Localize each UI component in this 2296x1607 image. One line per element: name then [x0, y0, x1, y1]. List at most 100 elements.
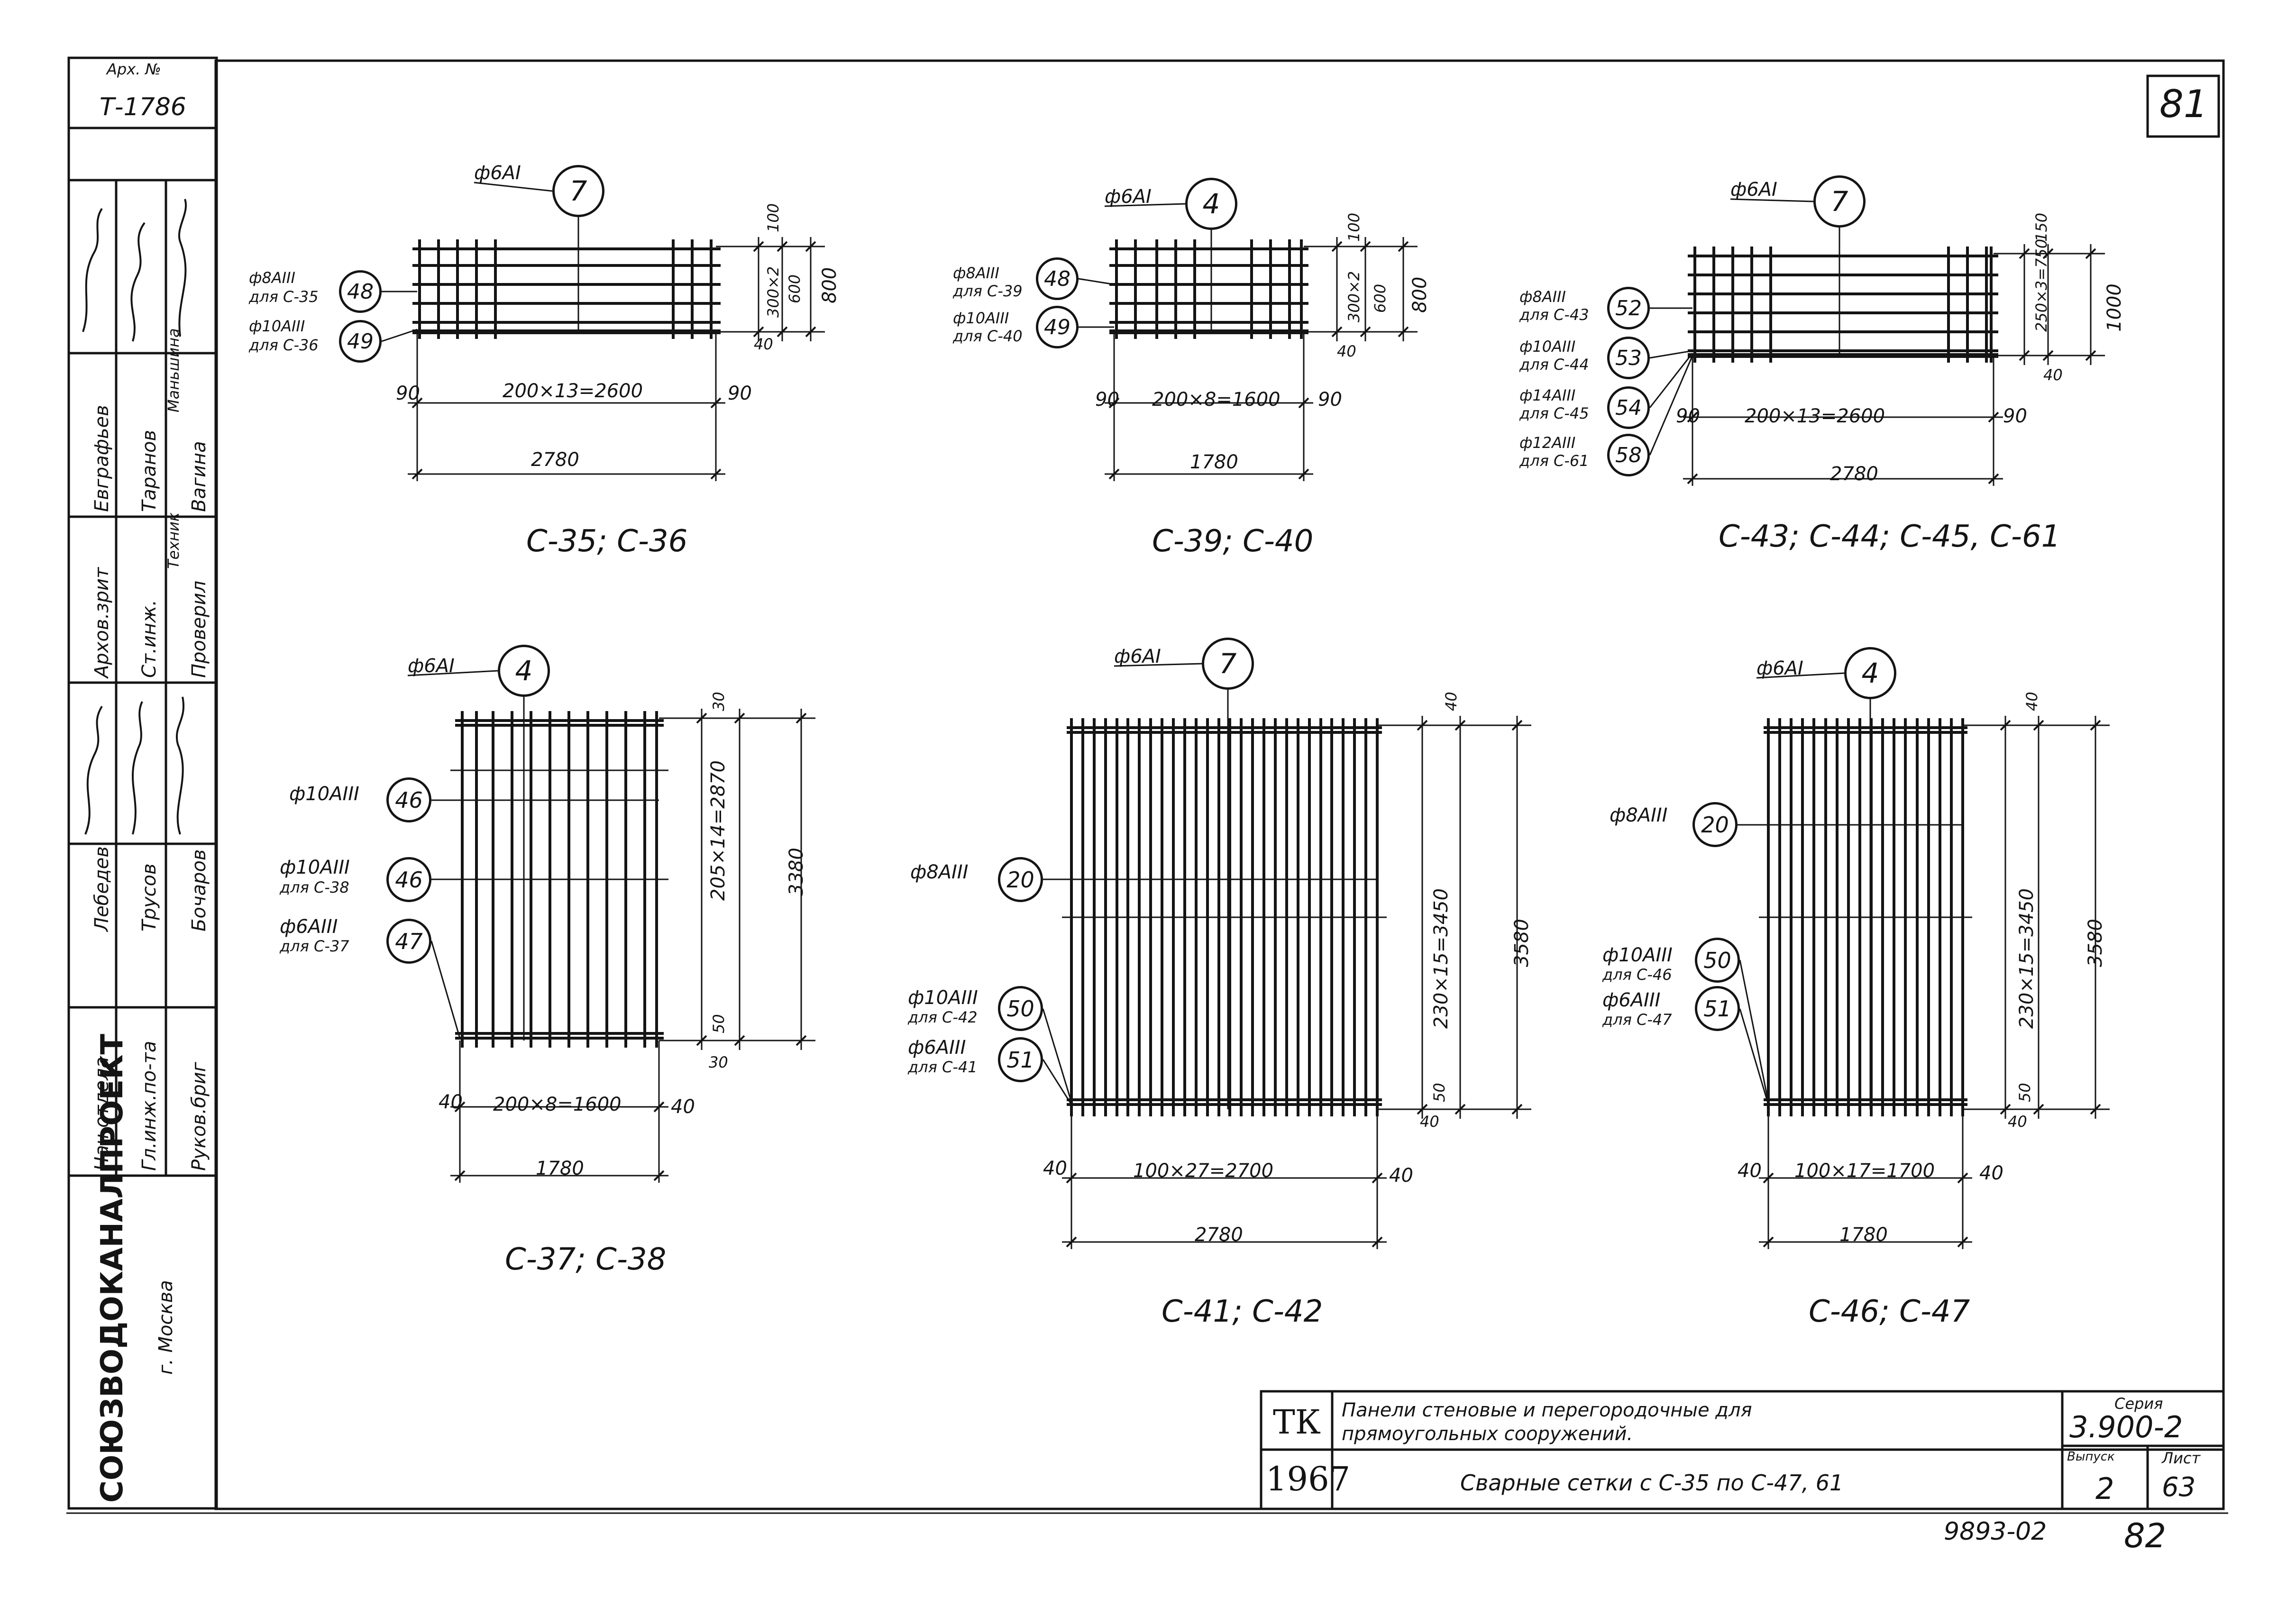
- dim-total: 1780: [1190, 451, 1238, 473]
- side-mark-1: 52: [1607, 287, 1650, 329]
- dim-tick: [1417, 720, 1428, 731]
- leader-line: [1739, 1008, 1769, 1105]
- v-dim-middle: 230×15=3450: [1430, 888, 1452, 1029]
- v-dim-50: 50: [1430, 1083, 1448, 1102]
- v-dim-bottom: 40: [754, 335, 773, 353]
- side-bar-3: ф6АIII: [908, 1037, 966, 1059]
- side-for-4: для С-61: [1519, 452, 1589, 470]
- side-bar-1: ф8АIII: [249, 269, 295, 287]
- dim-tick: [777, 326, 788, 338]
- side-for-2: для С-40: [953, 327, 1023, 345]
- desc-line-1: Панели стеновые и перегородочные для: [1342, 1399, 1752, 1421]
- side-bar-1: ф8АIII: [953, 264, 999, 282]
- side-mark-3: 54: [1607, 386, 1650, 429]
- end-right: 90: [1318, 389, 1342, 411]
- v-dim-total: 800: [1409, 276, 1431, 313]
- seriya-label: Серия: [2114, 1395, 2163, 1413]
- side-mark-1: 20: [1692, 802, 1738, 847]
- dim-inner: 100×27=2700: [1133, 1160, 1274, 1182]
- side-for-2: для С-44: [1519, 356, 1589, 374]
- v-dim-total: 3580: [1511, 919, 1533, 967]
- top-bar-label: ф6АI: [1756, 657, 1803, 679]
- vypusk: 2: [2095, 1471, 2114, 1506]
- dim-tick: [805, 326, 816, 338]
- end-left: 40: [1043, 1158, 1067, 1179]
- side-mark-3: 51: [998, 1037, 1043, 1082]
- dim-tick: [777, 241, 788, 252]
- end-left: 90: [396, 383, 420, 404]
- v-dim-top: 30: [710, 692, 728, 711]
- leader-line: [1730, 198, 1814, 202]
- side-bar-3: ф6АIII: [280, 916, 338, 938]
- city: г. Москва: [155, 1280, 177, 1375]
- v-dim-50: 50: [2016, 1083, 2034, 1102]
- dim-tick: [2090, 720, 2101, 731]
- dim-inner: 200×13=2600: [503, 380, 643, 402]
- side-mark-1: 48: [1036, 257, 1079, 300]
- dim-inner: 100×17=1700: [1794, 1160, 1935, 1182]
- dim-tick: [2019, 248, 2030, 259]
- dim-total: 2780: [1195, 1224, 1243, 1246]
- dim-tick: [2033, 1104, 2044, 1115]
- caption: С-35; С-36: [526, 524, 688, 559]
- side-for-2: для С-46: [1602, 966, 1672, 984]
- desc-line-2: прямоугольных сооружений.: [1342, 1423, 1633, 1445]
- dim-tick: [1360, 326, 1371, 338]
- caption: С-37; С-38: [505, 1242, 667, 1277]
- v-dim-bottom: 40: [1420, 1113, 1439, 1131]
- v-dim-total: 3380: [786, 848, 807, 896]
- dim-tick: [753, 241, 764, 252]
- v-dim-bottom: 30: [709, 1053, 728, 1071]
- dim-tick: [1417, 1104, 1428, 1115]
- dim-tick: [2042, 248, 2054, 259]
- dim-tick: [734, 712, 745, 724]
- dim-total: 1780: [1839, 1224, 1888, 1246]
- v-dim-top: 100: [1345, 212, 1363, 242]
- side-bar-1: ф8АIII: [1519, 288, 1566, 306]
- left-strip: [67, 56, 218, 1510]
- side-for-3: для С-45: [1519, 404, 1589, 422]
- side-mark-1: 20: [998, 857, 1043, 902]
- leader-line: [474, 182, 553, 192]
- dim-tick: [1454, 1104, 1466, 1115]
- org-name: СОЮЗВОДОКАНАЛПРОЕКТ: [95, 1033, 130, 1503]
- page-number: 81: [2159, 82, 2208, 126]
- v-dim-top: 40: [1442, 692, 1460, 711]
- caption: С-39; С-40: [1152, 524, 1314, 559]
- v-dim-top: 150: [2032, 212, 2050, 242]
- leader-line: [407, 670, 498, 676]
- side-bar-3: ф14АIII: [1519, 386, 1576, 404]
- end-right: 40: [1389, 1165, 1413, 1187]
- side-for-3: для С-37: [280, 937, 349, 955]
- dim-tick: [2033, 720, 2044, 731]
- top-bar-label: ф6АI: [1114, 646, 1161, 667]
- end-right: 40: [671, 1096, 695, 1118]
- dim-total: 2780: [1830, 463, 1878, 485]
- side-bar-4: ф12АIII: [1519, 434, 1576, 452]
- side-for-2: для С-42: [908, 1008, 978, 1026]
- v-dim-600: 600: [1371, 283, 1389, 313]
- v-dim-middle: 230×15=3450: [2016, 888, 2038, 1029]
- list: 63: [2162, 1472, 2196, 1503]
- leader-line: [1104, 203, 1186, 207]
- dim-tick: [734, 1035, 745, 1046]
- dim-inner: 200×13=2600: [1745, 405, 1885, 427]
- v-dim-bottom: 40: [2043, 366, 2063, 384]
- end-right: 90: [2003, 405, 2027, 427]
- dim-tick: [2019, 350, 2030, 361]
- side-mark-2: 50: [1695, 938, 1740, 983]
- seriya: 3.900-2: [2069, 1410, 2183, 1444]
- dim-tick: [1511, 1104, 1523, 1115]
- v-dim-total: 1000: [2104, 283, 2125, 332]
- v-dim-total: 3580: [2085, 919, 2106, 967]
- leader-line: [430, 940, 461, 1039]
- leader-line: [1649, 353, 1693, 408]
- top-mark: 4: [1185, 178, 1237, 230]
- end-left: 90: [1095, 389, 1119, 411]
- page-number-box: [2146, 74, 2220, 138]
- dim-tick: [2090, 1104, 2101, 1115]
- side-bar-2: ф10АIII: [953, 309, 1009, 327]
- list-label: Лист: [2162, 1449, 2201, 1467]
- side-for-1: для С-35: [249, 288, 319, 306]
